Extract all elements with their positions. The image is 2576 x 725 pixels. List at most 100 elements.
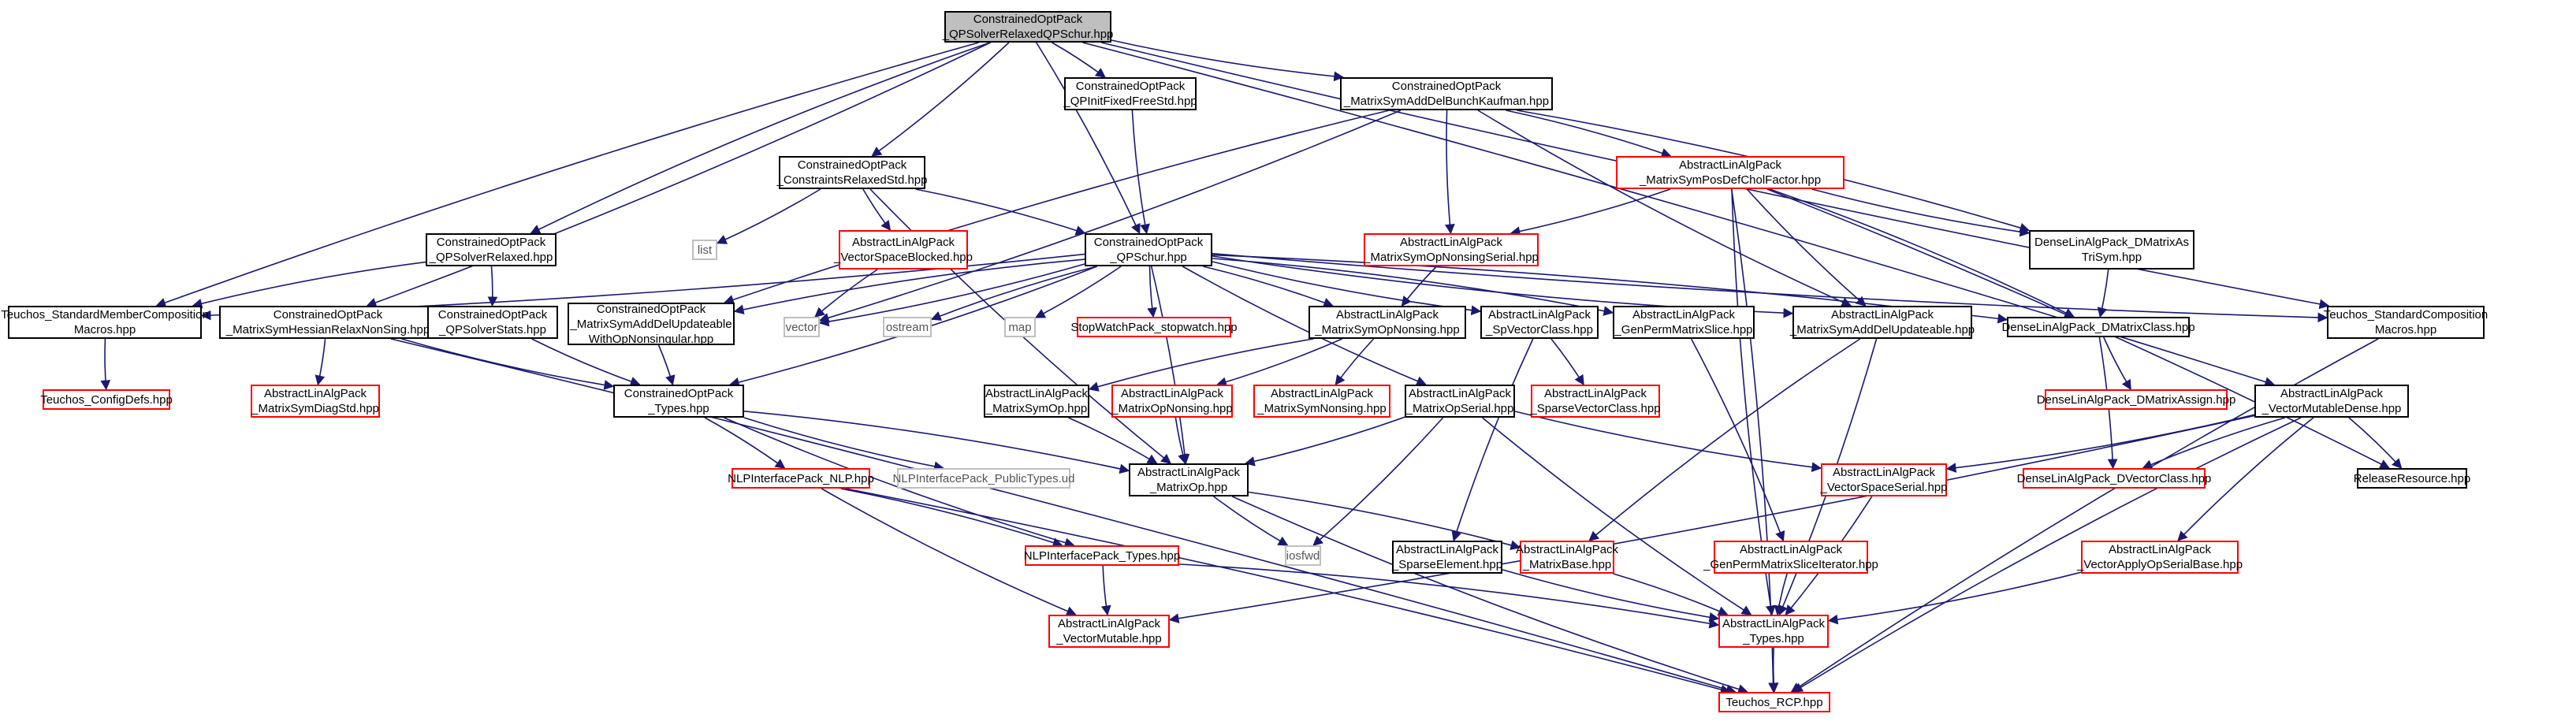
node-label-line: ConstrainedOptPack [596,302,706,316]
edge-qpinit-to-qpschur [1131,110,1150,235]
node-hessian[interactable]: ConstrainedOptPack_MatrixSymHessianRelax… [219,306,437,339]
node-matbase[interactable]: AbstractLinAlgPack_MatrixBase.hpp [1516,541,1618,574]
node-label-line: _VectorMutable.hpp [1056,632,1162,645]
edge-vecmutdense-to-releaseres [2348,417,2403,469]
node-root[interactable]: ConstrainedOptPack_QPSolverRelaxedQPSchu… [943,11,1113,43]
node-label-line: _SparseVectorClass.hpp [1530,402,1661,415]
edge-nlptypes-to-vecmutable [1100,565,1111,616]
node-label-line: _MatrixBase.hpp [1522,558,1612,571]
node-label-line: _MatrixSymAddDelBunchKaufman.hpp [1343,95,1550,108]
edge-hessian-to-cotypes [401,338,615,390]
edge-qpschur-to-vector [818,263,1085,327]
node-genperm[interactable]: AbstractLinAlgPack_GenPermMatrixSlice.hp… [1613,306,1755,339]
node-list[interactable]: list [692,240,717,260]
node-vsserial[interactable]: AbstractLinAlgPack_VectorSpaceSerial.hpp [1821,463,1947,496]
node-symadddelupd[interactable]: AbstractLinAlgPack_MatrixSymAddDelUpdate… [1790,306,1975,339]
node-opnonsingserial[interactable]: AbstractLinAlgPack_MatrixSymOpNonsingSer… [1364,233,1539,266]
node-diagstd[interactable]: AbstractLinAlgPack_MatrixSymDiagStd.hpp [251,385,380,418]
node-opnonsing[interactable]: AbstractLinAlgPack_MatrixOpNonsing.hpp [1111,385,1233,418]
node-symnonsing[interactable]: AbstractLinAlgPack_MatrixSymNonsing.hpp [1253,385,1390,418]
node-stopwatch[interactable]: StopWatchPack_stopwatch.hpp [1070,317,1238,337]
node-qpinit[interactable]: ConstrainedOptPack_QPInitFixedFreeStd.hp… [1063,77,1197,110]
node-matopserial[interactable]: AbstractLinAlgPack _MatrixOpSerial.hpp [1405,385,1515,418]
node-label-line: ConstrainedOptPack [624,387,734,400]
node-label-line: _MatrixOp.hpp [1149,481,1228,494]
node-releaseres[interactable]: ReleaseResource.hpp [2354,468,2470,489]
node-label-line: AbstractLinAlgPack [1830,308,1934,322]
node-nlpnlp[interactable]: NLPInterfacePack_NLP.hpp [728,468,874,489]
edge-qpschur-to-matopserial [1182,266,1427,386]
node-ostream[interactable]: ostream [883,317,932,337]
node-qpsolverrelaxed[interactable]: ConstrainedOptPack_QPSolverRelaxed.hpp [426,233,557,266]
node-vecmutable[interactable]: AbstractLinAlgPack_VectorMutable.hpp [1048,615,1170,648]
node-label-line: _GenPermMatrixSlice.hpp [1614,323,1753,336]
node-vecapply[interactable]: AbstractLinAlgPack_VectorApplyOpSerialBa… [2077,541,2243,574]
node-configdefs[interactable]: Teuchos_ConfigDefs.hpp [40,389,173,410]
node-qpschur[interactable]: ConstrainedOptPack_QPSchur.hpp [1085,233,1212,266]
edge-hessian-to-rcp [390,338,1737,694]
node-symadddelnonsing[interactable]: ConstrainedOptPack_MatrixSymAddDelUpdate… [568,302,735,346]
node-sparseelem[interactable]: AbstractLinAlgPack_SparseElement.hpp [1392,541,1502,574]
node-symopnonsing[interactable]: AbstractLinAlgPack_MatrixSymOpNonsing.hp… [1308,306,1466,339]
node-nlptypes[interactable]: NLPInterfacePack_Types.hpp [1023,545,1181,566]
node-vsblocked[interactable]: AbstractLinAlgPack_VectorSpaceBlocked.hp… [834,230,973,270]
edge-vecmutdense-to-vecmutable [1168,415,2255,624]
node-symop[interactable]: AbstractLinAlgPack_MatrixSymOp.hpp [984,385,1089,418]
edge-symopnonsing-to-opnonsing [1216,338,1343,387]
node-label-line: DenseLinAlgPack_DMatrixAssign.hpp [2036,392,2236,407]
node-cotypes[interactable]: ConstrainedOptPack _Types.hpp [613,385,744,418]
node-posdef[interactable]: AbstractLinAlgPack_MatrixSymPosDefCholFa… [1616,156,1845,189]
edge-root-to-hessian [366,42,991,308]
edge-nlpnlp-to-rcp [845,488,1731,695]
node-label-line: _SparseElement.hpp [1391,558,1503,571]
node-label-line: AbstractLinAlgPack [1137,466,1241,479]
edge-vecapply-to-altypes [1827,571,2082,625]
node-label-line: TriSym.hpp [2081,251,2142,264]
node-label-line: AbstractLinAlgPack [1722,617,1826,630]
node-label-line: _QPSolverStats.hpp [439,323,546,336]
node-genpermiter[interactable]: AbstractLinAlgPack_GenPermMatrixSliceIte… [1703,541,1878,574]
node-label-line: vector [785,320,818,334]
node-vecmutdense[interactable]: AbstractLinAlgPack_VectorMutableDense.hp… [2254,385,2409,418]
edge-cotypes-to-matop [743,411,1130,474]
node-label-line: _Types.hpp [648,402,709,415]
node-label-line: _MatrixOpSerial.hpp [1405,402,1514,415]
node-qpstats[interactable]: ConstrainedOptPack_QPSolverStats.hpp [427,306,558,339]
edge-symadddelupd-to-matbase [1588,338,1861,541]
node-nlppublic[interactable]: NLPInterfacePack_PublicTypes.ud [893,468,1074,489]
node-matop[interactable]: AbstractLinAlgPack _MatrixOp.hpp [1129,463,1249,496]
node-constraints[interactable]: ConstrainedOptPack_ConstraintsRelaxedStd… [777,156,927,189]
node-label-line: AbstractLinAlgPack [1408,387,1512,400]
node-label-line: ConstrainedOptPack [436,236,546,249]
edge-posdef-to-symadddelupd [1746,188,1867,307]
node-label-line: _MatrixSymOpNonsing.hpp [1315,323,1460,336]
edge-matbase-to-altypes [1613,573,1729,616]
edge-qpstats-to-cotypes [531,338,641,387]
node-label-line: _VectorMutableDense.hpp [2261,402,2402,415]
node-bunch[interactable]: ConstrainedOptPack_MatrixSymAddDelBunchK… [1340,77,1553,110]
node-label-line: NLPInterfacePack_Types.hpp [1023,548,1181,563]
node-label-line: AbstractLinAlgPack [1832,466,1936,479]
node-spvector[interactable]: AbstractLinAlgPack_SpVectorClass.hpp [1480,306,1599,339]
node-map[interactable]: map [1004,317,1036,337]
node-dmatrixclass[interactable]: DenseLinAlgPack_DMatrixClass.hpp [2001,317,2195,337]
node-dvectorclass[interactable]: DenseLinAlgPack_DVectorClass.hpp [2017,468,2211,489]
node-label-line: NLPInterfacePack_NLP.hpp [728,471,874,485]
edge-constraints-to-qpschur [915,188,1086,236]
edge-matopserial-to-iosfwd [1312,417,1444,546]
node-dmatrixassign[interactable]: DenseLinAlgPack_DMatrixAssign.hpp [2037,389,2235,410]
edge-matopserial-to-altypes [1482,417,1752,615]
node-iosfwd[interactable]: iosfwd [1285,545,1321,566]
node-altypes[interactable]: AbstractLinAlgPack_Types.hpp [1718,615,1829,648]
node-vector[interactable]: vector [784,317,820,337]
node-label-line: AbstractLinAlgPack [851,236,955,249]
node-label-line: AbstractLinAlgPack [1120,387,1224,400]
node-rcp[interactable]: Teuchos_RCP.hpp [1718,692,1830,712]
node-label-line: ConstrainedOptPack [973,13,1083,26]
edge-root-to-constraints [871,42,1010,157]
node-sparsevecclass[interactable]: AbstractLinAlgPack_SparseVectorClass.hpp [1530,385,1661,418]
node-label-line: AbstractLinAlgPack [1632,308,1736,322]
